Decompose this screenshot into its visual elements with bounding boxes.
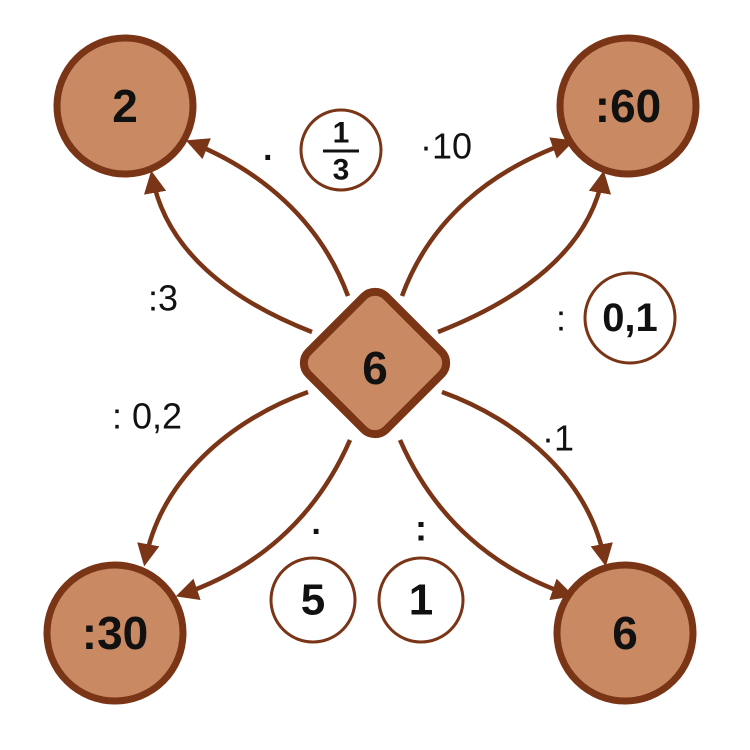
arrow-center-to-top-right-lower: [437, 170, 611, 335]
fraction-numerator: 1: [333, 117, 350, 150]
arrow-center-to-bottom-right-lower: [397, 439, 575, 600]
operator-divide-zero-two: : 0,2: [112, 396, 182, 437]
arrow-center-to-bottom-right-upper: [441, 389, 613, 567]
node-bottom-left-label: :30: [82, 607, 148, 659]
arrow-center-to-top-left-lower: [144, 170, 313, 335]
zero-one-value: 0,1: [602, 296, 658, 340]
dot-five-sign: ·: [311, 513, 322, 551]
operator-dot-five: · 5: [269, 513, 357, 644]
colon-sign: :: [556, 298, 566, 339]
fraction-denominator: 3: [333, 154, 350, 187]
arrow-center-to-top-right-upper: [399, 137, 575, 297]
node-top-right-label: :60: [595, 80, 661, 132]
operator-divide-three: :3: [148, 278, 178, 319]
operator-divide-zero-one: : 0,1: [556, 271, 677, 365]
node-top-left-label: 2: [112, 80, 138, 132]
colon-one-sign: :: [415, 508, 427, 549]
node-bottom-right: 6: [553, 561, 697, 705]
node-top-right: :60: [556, 34, 700, 178]
operator-colon-one: : 1: [377, 508, 465, 644]
node-bottom-right-label: 6: [612, 607, 638, 659]
five-value: 5: [301, 576, 325, 625]
operator-times-ten: ·10: [420, 126, 472, 167]
operator-times-one: ·1: [542, 418, 574, 459]
operator-dot-one-third: · 1 3: [263, 108, 383, 192]
arrow-center-to-bottom-left-lower: [175, 439, 353, 600]
arrow-center-to-top-left-upper: [185, 138, 351, 297]
center-diamond: 6: [299, 287, 451, 439]
node-top-left: 2: [53, 34, 197, 178]
dot-sign: ·: [263, 139, 274, 177]
arrow-center-to-bottom-left-upper: [137, 389, 309, 567]
one-value: 1: [409, 576, 433, 625]
node-bottom-left: :30: [43, 561, 187, 705]
arrows: [137, 137, 613, 600]
center-label: 6: [362, 342, 388, 394]
